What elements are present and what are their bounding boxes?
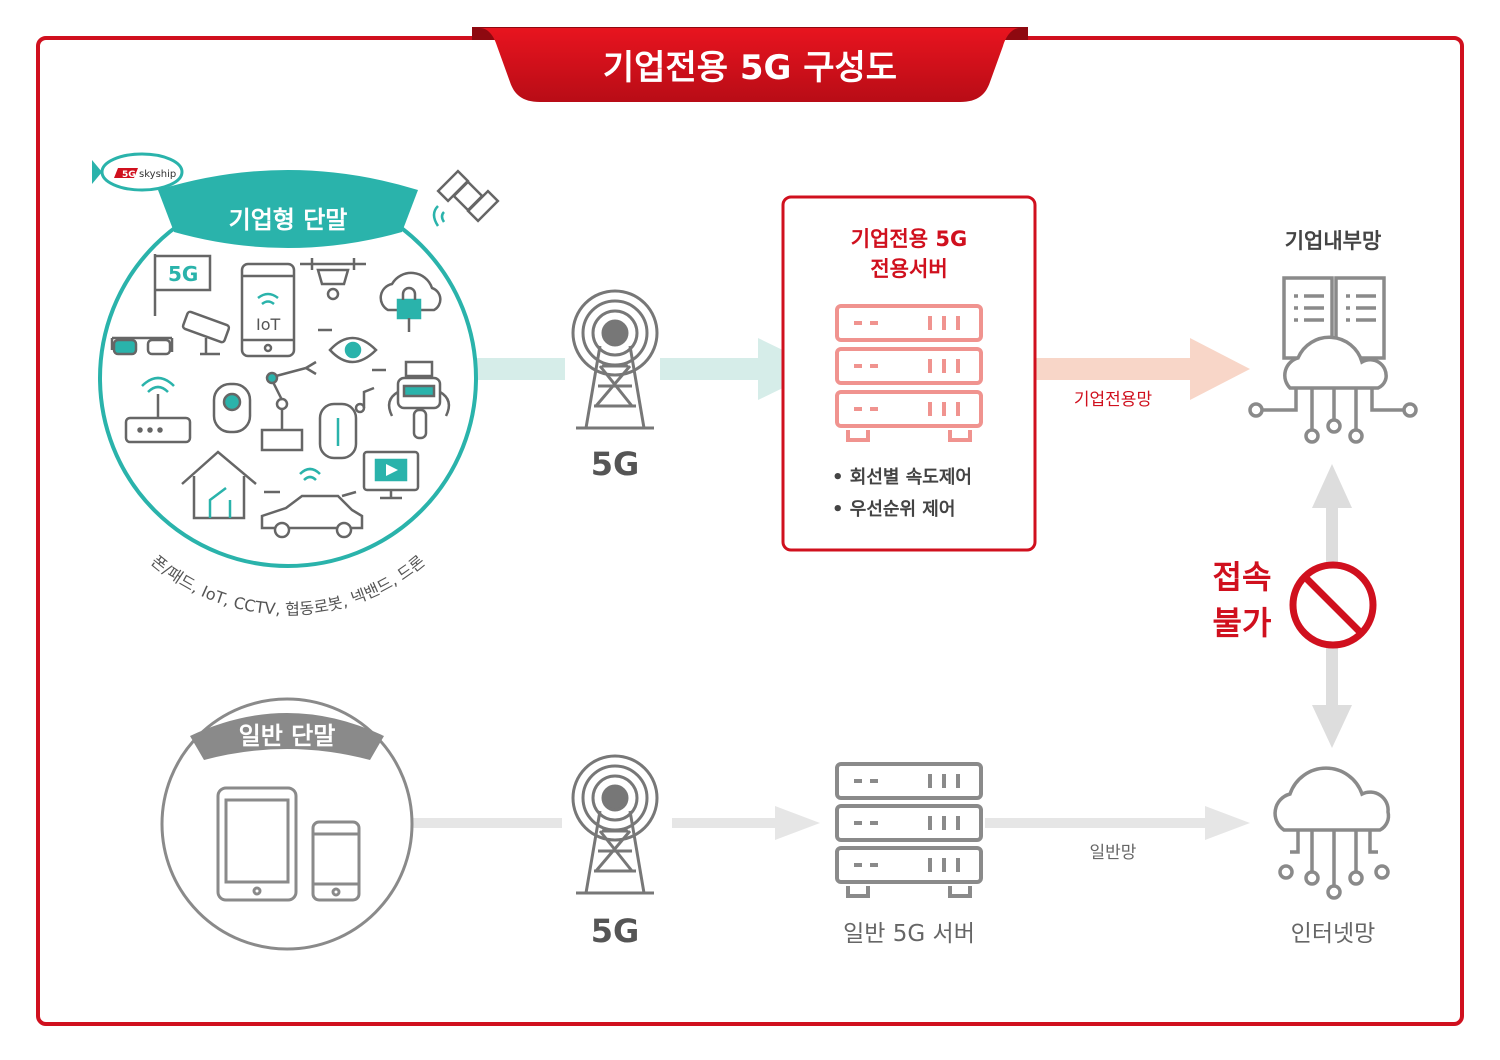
feature-priority-control: • 우선순위 제어 <box>832 499 955 520</box>
smart-home-icon <box>181 450 257 520</box>
camera-icon <box>212 382 252 434</box>
prohibited-icon <box>1289 561 1377 649</box>
enterprise-link-label: 기업전용망 <box>1074 390 1153 410</box>
phone-icon: IoT <box>240 262 296 358</box>
general-devices-heading: 일반 단말 <box>239 722 336 750</box>
smartphone-icon <box>311 820 361 902</box>
internal-network-label: 기업내부망 <box>1285 229 1382 253</box>
title-banner: 기업전용 5G 구성도 <box>472 27 1028 102</box>
drone-icon <box>300 258 366 301</box>
enterprise-devices-group: 기업형 단말 5G skyship 5G I <box>92 152 500 619</box>
router-icon <box>124 376 192 444</box>
enterprise-tower-icon <box>571 289 659 430</box>
eye-icon <box>318 328 386 372</box>
page-title: 기업전용 5G 구성도 <box>603 48 897 88</box>
internal-network-icon <box>1248 276 1418 444</box>
cctv-icon <box>181 310 231 356</box>
general-link-label: 일반망 <box>1090 843 1137 863</box>
enterprise-server-icon <box>835 304 983 442</box>
general-tower-label: 5G <box>591 912 640 950</box>
general-devices-group: 일반 단말 <box>160 697 414 951</box>
svg-text:IoT: IoT <box>256 315 281 334</box>
general-tower-to-server-arrow <box>672 806 820 840</box>
feature-speed-control: • 회선별 속도제어 <box>832 467 972 488</box>
general-server-icon <box>835 762 983 898</box>
server-to-internal-arrow <box>985 338 1250 400</box>
speaker-icon <box>318 402 358 460</box>
general-device-to-tower-link <box>412 818 562 828</box>
monitor-icon <box>362 450 420 500</box>
robot-arm-icon <box>260 360 317 452</box>
smart-glasses-icon <box>110 336 174 356</box>
robot-icon <box>387 360 451 440</box>
general-devices-heading-bg <box>190 713 384 760</box>
tablet-icon <box>216 786 298 902</box>
enterprise-devices-heading: 기업형 단말 <box>229 206 348 234</box>
svg-text:5G: 5G <box>168 262 198 286</box>
internet-label: 인터넷망 <box>1291 921 1376 947</box>
enterprise-server-title-2: 전용서버 <box>870 257 947 281</box>
airship-icon: 5G skyship <box>92 152 184 192</box>
internet-cloud-icon <box>1273 766 1391 900</box>
car-icon <box>260 467 364 539</box>
satellite-icon <box>432 169 500 227</box>
enterprise-server-title-1: 기업전용 5G <box>851 227 967 251</box>
airship-label: skyship <box>139 169 176 180</box>
enterprise-devices-heading-bg <box>158 170 418 248</box>
general-server-label: 일반 5G 서버 <box>843 921 975 947</box>
general-flow <box>412 806 1250 840</box>
blocked-label-1: 접속 <box>1213 558 1272 596</box>
music-note-icon <box>354 386 375 414</box>
enterprise-server-box: 기업전용 5G 전용서버 • 회선별 속도제어 • 우선순위 제어 <box>781 195 1037 552</box>
general-tower-icon <box>571 754 659 895</box>
flag-icon: 5G <box>153 254 212 316</box>
device-to-tower-link <box>475 358 565 380</box>
blocked-label-2: 불가 <box>1213 604 1272 642</box>
general-server-to-internet-arrow <box>985 806 1250 840</box>
cloud-lock-icon <box>379 271 442 332</box>
enterprise-tower-label: 5G <box>591 445 640 483</box>
svg-text:5G: 5G <box>122 170 136 180</box>
